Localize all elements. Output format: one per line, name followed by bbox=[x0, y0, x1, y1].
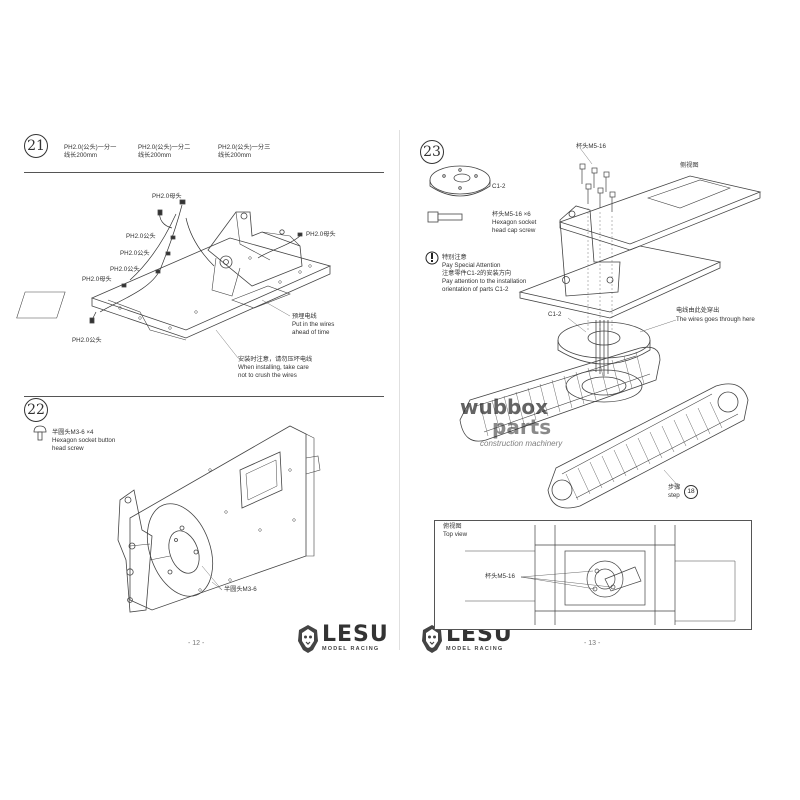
cable-header-3-line2: 线长200mm bbox=[218, 152, 252, 159]
label-ph-male-2: PH2.0公头 bbox=[120, 250, 150, 257]
watermark-line1: wubbox bbox=[460, 395, 548, 419]
note-wires-cn: 预埋电线 bbox=[292, 313, 317, 320]
wires-through-cn: 电线由此处穿出 bbox=[676, 307, 720, 314]
c12-callout: C1-2 bbox=[548, 311, 562, 318]
step-21-number: 21 bbox=[24, 134, 48, 158]
label-ph-female-right: PH2.0母头 bbox=[306, 231, 336, 238]
part-c12-label: C1-2 bbox=[492, 183, 506, 190]
label-ph-female-mid: PH2.0母头 bbox=[82, 276, 112, 283]
cable-header-1-line1: PH2.0(公头)一分一 bbox=[64, 144, 117, 151]
attention-cn: 特别注意 bbox=[442, 254, 467, 261]
label-ph-male-1: PH2.0公头 bbox=[126, 233, 156, 240]
page-gutter bbox=[399, 130, 400, 650]
inset-screw-callout: 杯头M5-16 bbox=[485, 573, 515, 580]
top-view-cn: 俯视图 bbox=[443, 523, 462, 530]
attention-en: Pay Special Attention bbox=[442, 262, 501, 269]
button-screw-label-cn: 半圆头M3-6 ×4 bbox=[52, 429, 94, 436]
step-ref-circle: 18 bbox=[684, 485, 698, 499]
cable-header-2-line1: PH2.0(公头)一分二 bbox=[138, 144, 191, 151]
step-22-separator bbox=[24, 396, 384, 397]
step-21-separator bbox=[24, 172, 384, 173]
screw-top-label: 杯头M5-16 bbox=[576, 143, 606, 150]
note-install-cn: 安装时注意，请勿压坏电线 bbox=[238, 356, 313, 363]
watermark-line2: parts bbox=[492, 415, 552, 439]
top-view-drawing bbox=[465, 525, 736, 625]
logo-word: LESU bbox=[322, 622, 389, 647]
label-ph-male-3: PH2.0公头 bbox=[110, 266, 140, 273]
logo-subtitle: MODEL RACING bbox=[446, 646, 504, 652]
lesu-logo-left: LESU MODEL RACING bbox=[296, 624, 396, 656]
step-ref-cn: 步骤 bbox=[668, 484, 681, 491]
step-ref-en: step bbox=[668, 492, 680, 499]
button-screw-label-en: Hexagon socket button head screw bbox=[52, 437, 116, 452]
wires-through-en: The wires goes through here bbox=[676, 316, 755, 323]
cable-header-1-line2: 线长200mm bbox=[64, 152, 98, 159]
step-22-number: 22 bbox=[24, 398, 48, 422]
cap-screw-label-cn: 杯头M5-16 ×6 bbox=[492, 211, 531, 218]
cable-header-2-line2: 线长200mm bbox=[138, 152, 172, 159]
page-number-left: - 12 - bbox=[188, 640, 205, 647]
left-manual-page: 21 PH2.0(公头)一分一 线长200mm PH2.0(公头)一分二 线长2… bbox=[24, 134, 396, 656]
label-ph-female-top: PH2.0母头 bbox=[152, 193, 182, 200]
orientation-cn: 注意零件C1-2的安装方向 bbox=[442, 270, 512, 277]
wubbox-watermark: wubbox parts construction machinery bbox=[460, 395, 590, 465]
watermark-line3: construction machinery bbox=[480, 439, 563, 448]
top-view-en: Top view bbox=[443, 531, 468, 538]
button-screw-callout: 半圆头M3-6 bbox=[224, 586, 257, 593]
orientation-en: Pay attention to the installation orient… bbox=[442, 278, 527, 293]
top-view-inset: 俯视图 Top view 杯头M5-16 bbox=[434, 520, 752, 630]
cable-header-3-line1: PH2.0(公头)一分三 bbox=[218, 144, 271, 151]
cap-screw-label-en: Hexagon socket head cap screw bbox=[492, 219, 537, 234]
note-wires-en: Put in the wires ahead of time bbox=[292, 321, 335, 336]
label-ph-male-bottom: PH2.0公头 bbox=[72, 337, 102, 344]
side-view-label: 侧视图 bbox=[680, 162, 699, 169]
lion-emblem-icon bbox=[298, 625, 318, 653]
step-23-number: 23 bbox=[420, 140, 444, 164]
lion-emblem-icon bbox=[422, 625, 442, 653]
page-number-right: - 13 - bbox=[584, 640, 601, 647]
logo-subtitle: MODEL RACING bbox=[322, 646, 380, 652]
note-install-en: When installing, take care not to crush … bbox=[238, 364, 309, 379]
